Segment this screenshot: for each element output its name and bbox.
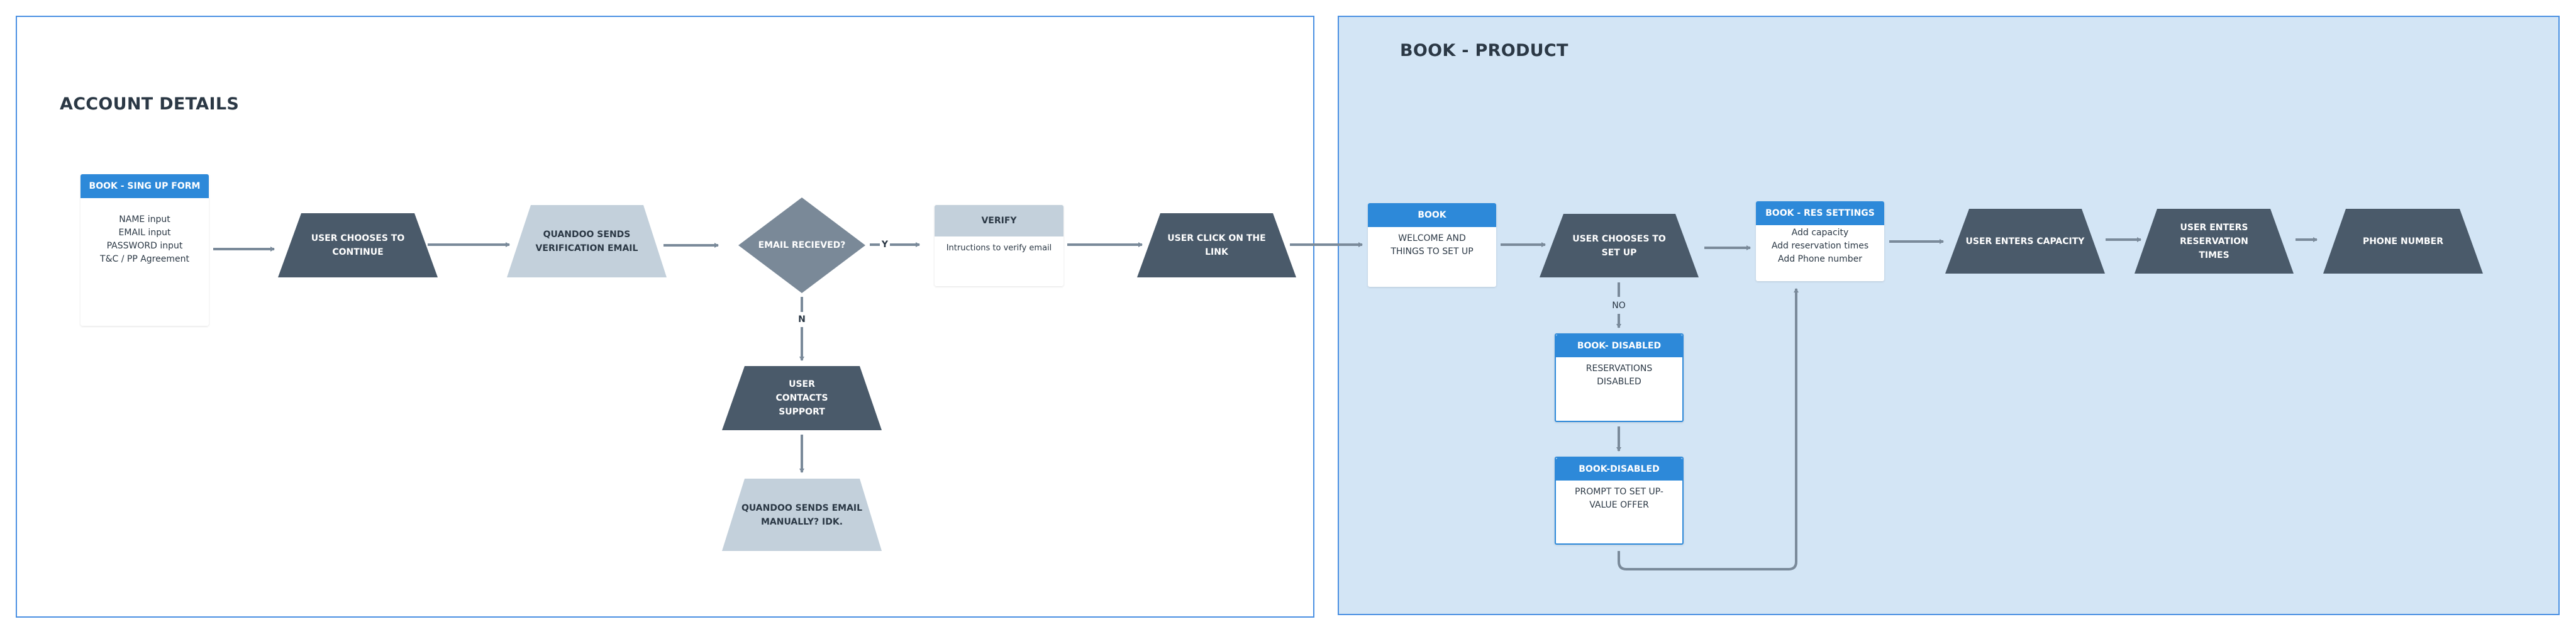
verify-card[interactable]: VERIFY Intructions to verify email [935, 205, 1063, 286]
card-body: Intructions to verify email [946, 243, 1052, 253]
card-line: Add reservation times [1771, 241, 1869, 251]
card-line: DISABLED [1597, 377, 1641, 387]
step-user-contacts-support[interactable]: USER CONTACTS SUPPORT [722, 366, 882, 430]
section-title-book-product: BOOK - PRODUCT [1400, 41, 1568, 60]
card-header: BOOK- DISABLED [1556, 335, 1682, 357]
card-line: EMAIL input [118, 228, 171, 238]
step-user-click-link[interactable]: USER CLICK ON THE LINK [1137, 213, 1296, 277]
card-line: WELCOME AND [1398, 233, 1466, 243]
card-header: BOOK [1368, 203, 1496, 227]
no-label: NO [1612, 301, 1626, 311]
card-body: RESERVATIONS DISABLED [1556, 357, 1682, 389]
card-line: Add Phone number [1777, 254, 1862, 264]
card-line: PASSWORD input [106, 241, 183, 251]
card-header: BOOK - RES SETTINGS [1756, 201, 1884, 225]
book-welcome-card[interactable]: BOOK WELCOME AND THINGS TO SET UP [1368, 203, 1496, 287]
card-line: RESERVATIONS [1585, 364, 1653, 374]
card-body: PROMPT TO SET UP- VALUE OFFER [1556, 481, 1682, 512]
card-header: BOOK - SING UP FORM [80, 174, 209, 198]
card-body: Add capacity Add reservation times Add P… [1756, 225, 1884, 266]
step-user-enters-reservation-times[interactable]: USER ENTERS RESERVATION TIMES [2135, 209, 2294, 274]
yes-label: Y [881, 240, 889, 250]
card-line: THINGS TO SET UP [1391, 247, 1474, 257]
step-user-chooses-continue[interactable]: USER CHOOSES TO CONTINUE [278, 213, 438, 277]
step-user-enters-capacity[interactable]: USER ENTERS CAPACITY [1945, 209, 2105, 274]
section-title-account-details: ACCOUNT DETAILS [60, 94, 240, 114]
res-settings-card[interactable]: BOOK - RES SETTINGS Add capacity Add res… [1756, 201, 1884, 281]
card-line: VALUE OFFER [1589, 500, 1649, 510]
book-product-frame [1338, 16, 2560, 615]
card-line: T&C / PP Agreement [100, 254, 189, 264]
card-body: WELCOME AND THINGS TO SET UP [1368, 227, 1496, 259]
card-line: Add capacity [1791, 228, 1849, 238]
card-body: NAME input EMAIL input PASSWORD input T&… [80, 198, 209, 266]
book-disabled-prompt-card[interactable]: BOOK-DISABLED PROMPT TO SET UP- VALUE OF… [1555, 457, 1684, 545]
step-quandoo-sends-email-manually[interactable]: QUANDOO SENDS EMAIL MANUALLY? IDK. [722, 479, 882, 551]
book-disabled-card[interactable]: BOOK- DISABLED RESERVATIONS DISABLED [1555, 333, 1684, 422]
card-line: NAME input [119, 214, 170, 225]
card-header: VERIFY [935, 205, 1063, 236]
account-details-frame [16, 16, 1314, 618]
no-label: N [798, 314, 806, 325]
step-phone-number[interactable]: PHONE NUMBER [2323, 209, 2483, 274]
card-line: PROMPT TO SET UP- [1575, 487, 1663, 497]
signup-form-card[interactable]: BOOK - SING UP FORM NAME input EMAIL inp… [80, 174, 209, 326]
card-header: BOOK-DISABLED [1556, 458, 1682, 481]
step-user-chooses-set-up[interactable]: USER CHOOSES TO SET UP [1540, 214, 1699, 277]
step-quandoo-sends-verification[interactable]: QUANDOO SENDS VERIFICATION EMAIL [507, 205, 667, 277]
